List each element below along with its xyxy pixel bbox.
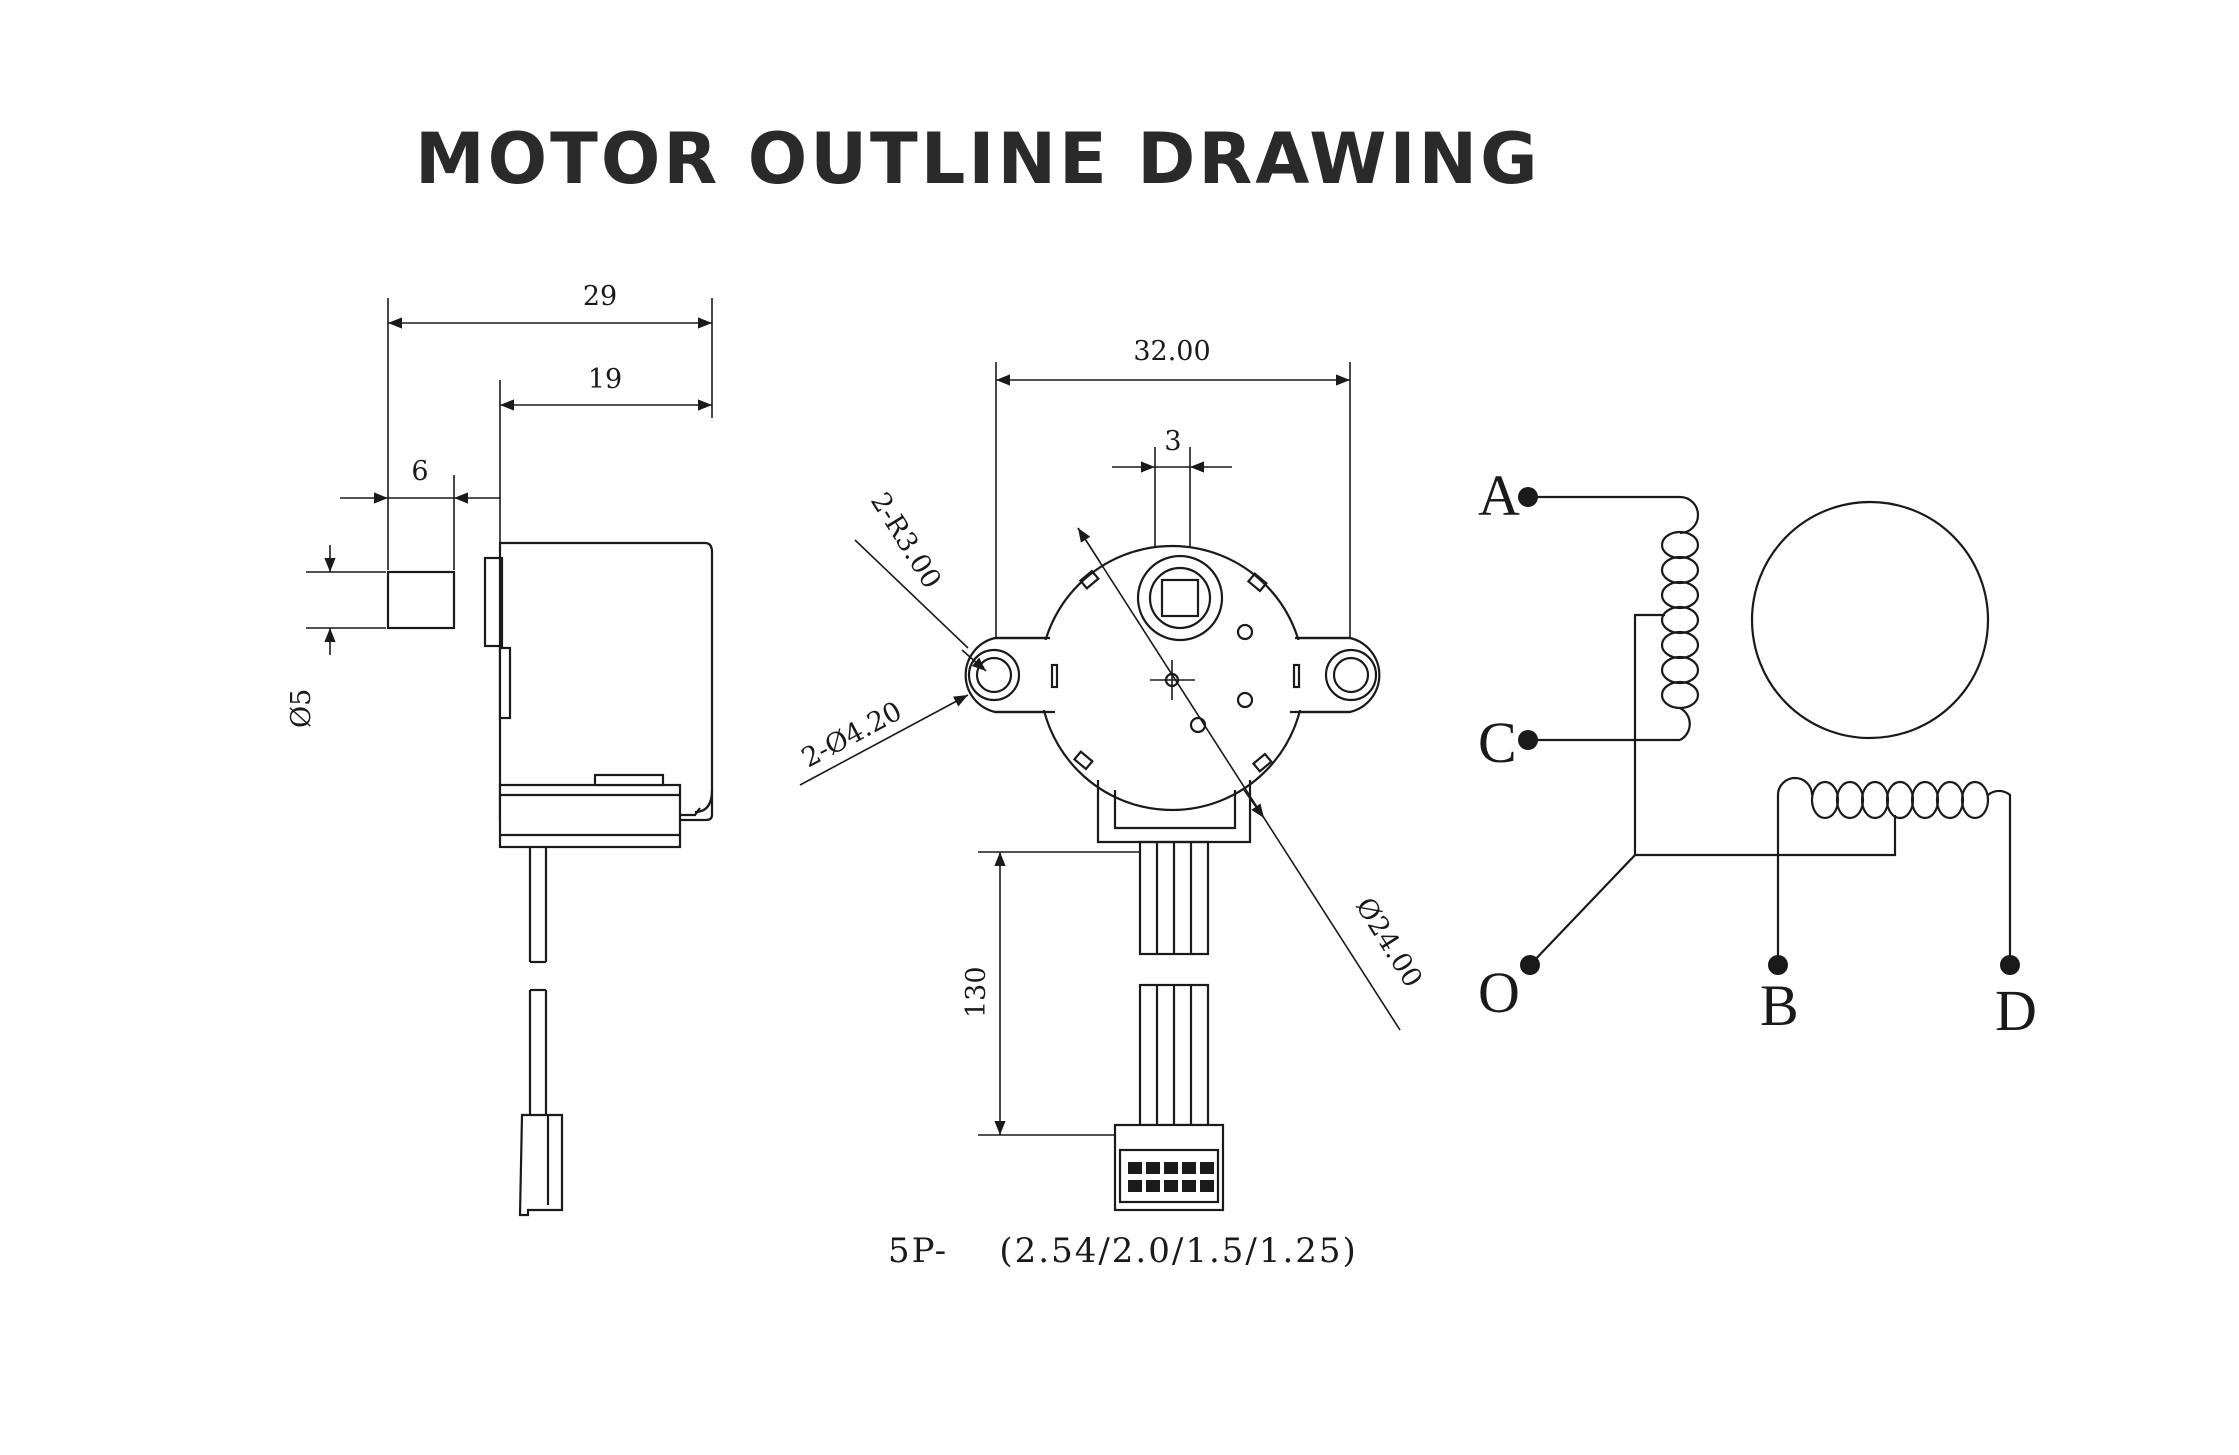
motor-shaft	[386, 570, 456, 630]
coil-ac	[1660, 495, 1700, 741]
wiring-diagram: A C O B D	[1478, 463, 2037, 1043]
dimension-body-diameter: Ø24.00	[1349, 892, 1428, 993]
dimension-ear-radius: 2-R3.00	[864, 487, 947, 594]
connector-side	[518, 1113, 564, 1217]
motor-body-side	[498, 541, 714, 822]
dimension-shaft-diameter: Ø5	[286, 689, 317, 728]
connector-5p	[1113, 1123, 1225, 1212]
lead-wires	[1138, 840, 1210, 1127]
mount-hole-right	[1324, 648, 1378, 702]
connector-pitch-note: 5P- (2.54/2.0/1.5/1.25)	[888, 1231, 1358, 1271]
shaft-flange	[483, 556, 504, 648]
coil-bd	[1776, 776, 2012, 965]
dimension-shaft-length: 6	[411, 456, 428, 487]
drawing-title: MOTOR OUTLINE DRAWING	[415, 118, 1541, 200]
front-view: 32.00 3	[797, 336, 1428, 1271]
dimension-overall-length: 29	[583, 281, 617, 312]
dimension-mount-spacing: 32.00	[1133, 336, 1210, 367]
dimension-shaft-flat: 3	[1164, 426, 1181, 457]
dimension-body-length: 19	[588, 364, 622, 395]
pin-label-b: B	[1760, 973, 1799, 1038]
dimension-mount-holes: 2-Ø4.20	[797, 696, 907, 774]
output-shaft-boss	[1136, 554, 1224, 642]
pin-label-c: C	[1478, 710, 1517, 775]
rotor-symbol	[1750, 500, 1990, 740]
dimension-lead-length: 130	[961, 966, 992, 1018]
pin-label-a: A	[1478, 463, 1520, 528]
mount-hole-left	[967, 648, 1021, 702]
side-view: 29 19 6 Ø5	[286, 281, 714, 1217]
pin-label-d: D	[1995, 978, 2037, 1043]
pin-label-o: O	[1478, 960, 1520, 1025]
